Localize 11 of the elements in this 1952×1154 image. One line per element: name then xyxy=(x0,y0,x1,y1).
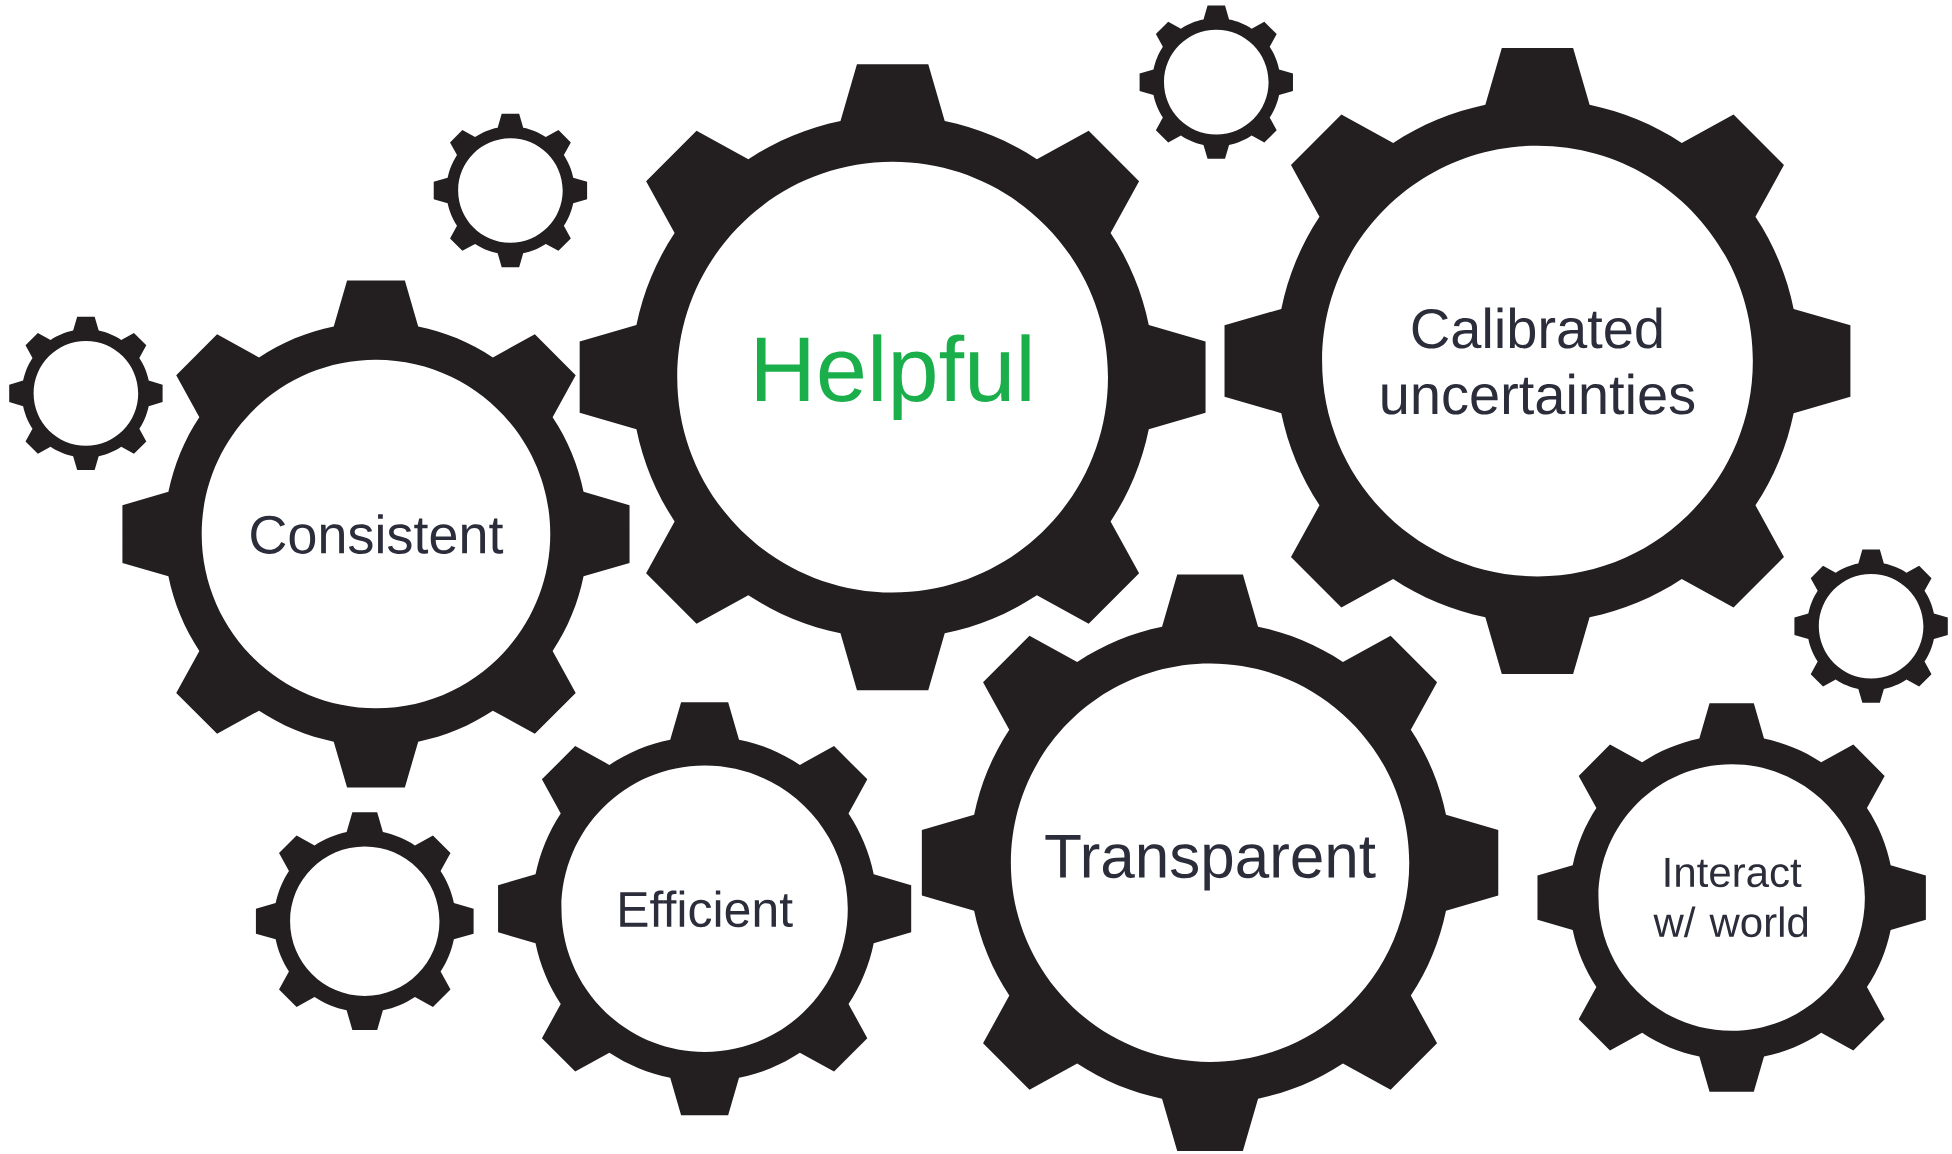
gear: Interact w/ world xyxy=(1537,703,1926,1092)
gear xyxy=(255,812,474,1031)
gear: Calibrated uncertainties xyxy=(1224,48,1851,674)
gear xyxy=(1139,5,1293,159)
gear: Helpful xyxy=(579,64,1206,691)
gear xyxy=(9,316,163,471)
gear xyxy=(433,113,588,268)
gear xyxy=(1794,549,1948,703)
gear: Transparent xyxy=(921,574,1499,1151)
gear: Efficient xyxy=(498,702,912,1116)
gear: Consistent xyxy=(122,280,630,788)
